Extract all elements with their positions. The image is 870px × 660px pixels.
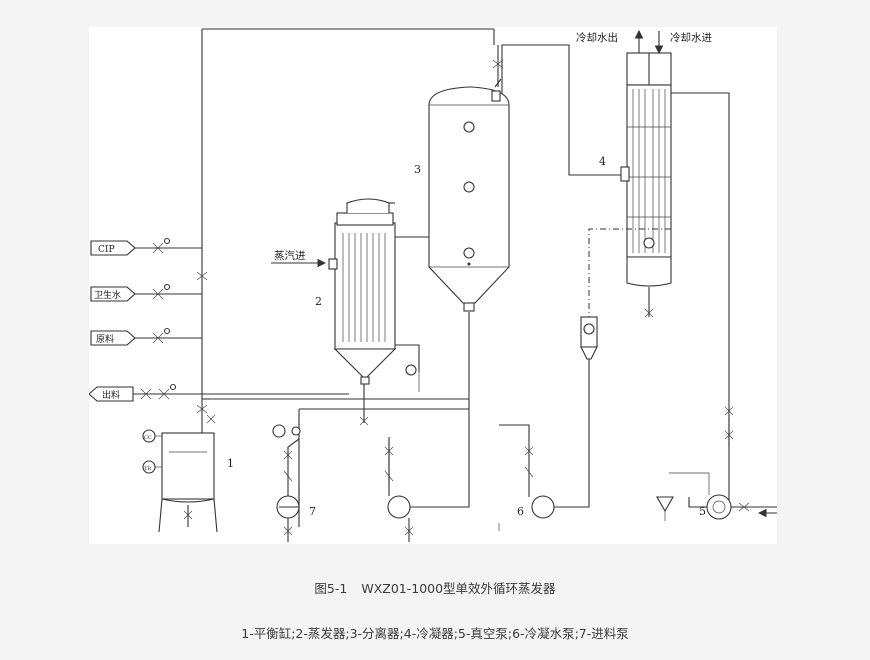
balance-tank: CC TR 1: [142, 399, 234, 533]
circulation-pump: [359, 416, 469, 542]
figure-title: WXZ01-1000型单效外循环蒸发器: [361, 581, 556, 596]
raw-material-label: 原料: [96, 333, 114, 345]
cc-gauge-label: CC: [144, 435, 152, 441]
vacuum-pump: 5: [656, 406, 777, 521]
sanitary-water-label: 卫生水: [94, 289, 121, 301]
main-pipe-network: [201, 28, 627, 527]
feed-pump: 7: [272, 424, 316, 542]
sanitary-water-inlet-tag: 卫生水: [90, 283, 202, 302]
cooling-water-in-label: 冷却水进: [670, 31, 712, 44]
figure-legend: 1-平衡缸;2-蒸发器;3-分离器;4-冷凝器;5-真空泵;6-冷凝水泵;7-进…: [241, 626, 629, 641]
cooling-water-out-label: 冷却水出: [576, 31, 618, 44]
cip-label: CIP: [98, 245, 115, 255]
process-diagram-panel: CIP 卫生水 原料 出料: [89, 27, 777, 544]
vacuum-pump-number: 5: [699, 505, 706, 518]
evaporator-flow-diagram: CIP 卫生水 原料 出料: [89, 28, 777, 542]
feed-pump-number: 7: [309, 505, 316, 518]
condensate-pump: 6: [498, 367, 590, 531]
condenser-number: 4: [599, 155, 606, 168]
inlet-tags: CIP 卫生水 原料 出料: [89, 237, 208, 414]
condenser: 冷却水出 冷却水进 4: [576, 29, 739, 508]
condensate-receiver: [580, 316, 598, 367]
separator-number: 3: [414, 163, 421, 176]
discharge-label: 出料: [102, 389, 120, 401]
raw-material-inlet-tag: 原料: [90, 327, 202, 346]
discharge-outlet-tag: 出料: [89, 383, 202, 402]
cip-inlet-tag: CIP: [90, 237, 202, 256]
evaporator: 蒸汽进 2: [271, 198, 469, 392]
evaporator-number: 2: [315, 295, 322, 308]
figure-number: 图5-1: [314, 581, 348, 596]
balance-tank-number: 1: [227, 457, 234, 470]
figure-caption: 图5-1 WXZ01-1000型单效外循环蒸发器: [0, 578, 870, 597]
steam-inlet-label: 蒸汽进: [274, 249, 306, 262]
separator: 3: [414, 59, 510, 312]
condensate-pump-number: 6: [517, 505, 524, 518]
tr-gauge-label: TR: [144, 466, 151, 472]
